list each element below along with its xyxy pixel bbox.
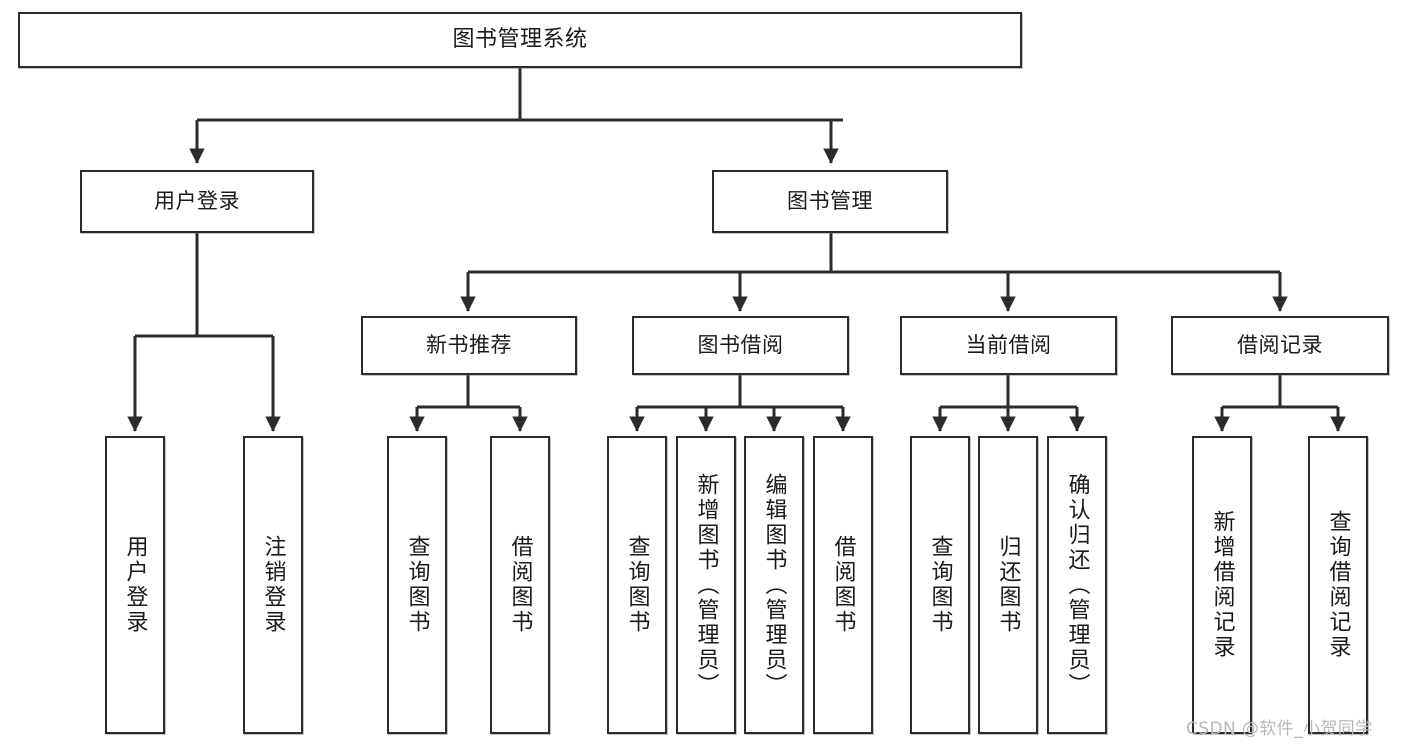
node-leaf-user-login[interactable]: 用户登录: [105, 436, 165, 734]
node-label: 查询借阅记录: [1325, 510, 1351, 660]
node-leaf-add-book[interactable]: 新增图书（管理员）: [676, 436, 736, 734]
node-label: 确认归还（管理员）: [1064, 472, 1090, 698]
node-book-manage[interactable]: 图书管理: [712, 170, 948, 233]
node-label: 当前借阅: [965, 333, 1052, 358]
node-leaf-add-borrow-record[interactable]: 新增借阅记录: [1192, 436, 1252, 734]
node-label: 归还图书: [995, 535, 1021, 635]
node-borrow-record[interactable]: 借阅记录: [1171, 316, 1389, 375]
node-leaf-return-book[interactable]: 归还图书: [978, 436, 1038, 734]
node-label: 查询图书: [404, 535, 430, 635]
node-leaf-logout[interactable]: 注销登录: [243, 436, 303, 734]
node-root-system[interactable]: 图书管理系统: [18, 12, 1022, 68]
node-label: 注销登录: [260, 535, 286, 635]
node-leaf-query-book-current[interactable]: 查询图书: [910, 436, 970, 734]
node-label: 查询图书: [927, 535, 953, 635]
node-label: 新书推荐: [426, 333, 512, 358]
node-label: 图书管理系统: [452, 27, 588, 53]
csdn-watermark: CSDN @软件_小贺同学: [1186, 719, 1373, 739]
node-leaf-edit-book[interactable]: 编辑图书（管理员）: [744, 436, 804, 734]
node-label: 查询图书: [624, 535, 650, 635]
node-label: 借阅图书: [830, 535, 856, 635]
node-leaf-query-borrow-record[interactable]: 查询借阅记录: [1308, 436, 1368, 734]
node-current-borrow[interactable]: 当前借阅: [900, 316, 1117, 375]
node-leaf-borrow-book-recommend[interactable]: 借阅图书: [490, 436, 550, 734]
node-label: 用户登录: [122, 535, 148, 635]
node-leaf-confirm-return[interactable]: 确认归还（管理员）: [1047, 436, 1107, 734]
node-leaf-query-book-recommend[interactable]: 查询图书: [387, 436, 447, 734]
node-label: 用户登录: [154, 189, 240, 214]
node-label: 新增借阅记录: [1209, 510, 1235, 660]
node-label: 编辑图书（管理员）: [761, 472, 787, 698]
node-leaf-query-book-borrow[interactable]: 查询图书: [607, 436, 667, 734]
node-new-book-recommend[interactable]: 新书推荐: [361, 316, 577, 375]
node-leaf-borrow-book[interactable]: 借阅图书: [813, 436, 873, 734]
node-label: 借阅记录: [1237, 333, 1323, 358]
node-label: 借阅图书: [507, 535, 533, 635]
node-book-borrow[interactable]: 图书借阅: [632, 316, 849, 375]
node-label: 图书借阅: [697, 333, 784, 358]
node-label: 新增图书（管理员）: [693, 472, 719, 698]
node-label: 图书管理: [787, 189, 873, 214]
node-user-login[interactable]: 用户登录: [80, 170, 314, 233]
